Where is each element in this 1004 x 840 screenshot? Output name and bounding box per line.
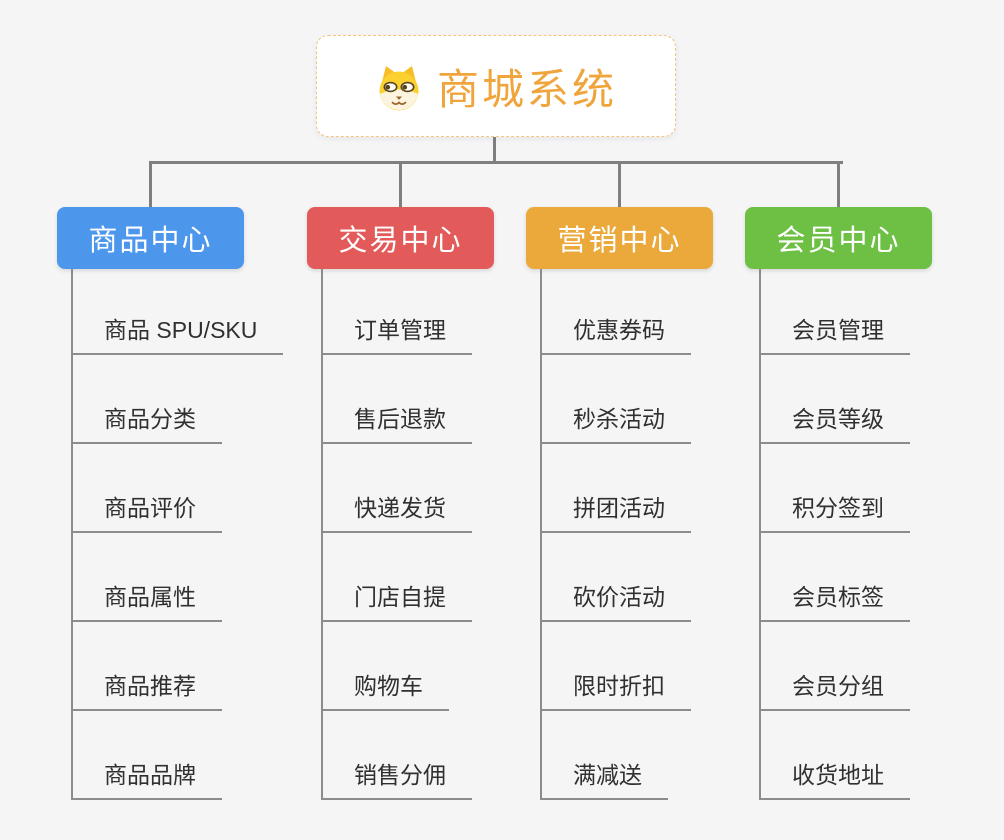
leaf-node[interactable]: 商品评价 (71, 488, 222, 533)
branch-node-3[interactable]: 营销中心 (526, 207, 713, 269)
branch-node-2[interactable]: 交易中心 (307, 207, 494, 269)
leaf-node[interactable]: 优惠券码 (540, 310, 691, 355)
leaf-node[interactable]: 会员等级 (759, 399, 910, 444)
leaf-node[interactable]: 快递发货 (321, 488, 472, 533)
dog-face-icon (375, 64, 423, 112)
leaf-node[interactable]: 商品分类 (71, 399, 222, 444)
branch-stub-line (399, 161, 402, 207)
root-label: 商城系统 (436, 65, 617, 113)
child-connector-line (71, 269, 73, 800)
leaf-node[interactable]: 满减送 (540, 755, 668, 800)
branch-stub-line (149, 161, 152, 207)
leaf-node[interactable]: 会员管理 (759, 310, 910, 355)
leaf-node[interactable]: 会员分组 (759, 666, 910, 711)
leaf-node[interactable]: 商品 SPU/SKU (71, 310, 284, 355)
root-node[interactable]: 商城系统 (316, 35, 676, 137)
leaf-node[interactable]: 秒杀活动 (540, 399, 691, 444)
branch-rail-line (149, 161, 843, 164)
leaf-node[interactable]: 拼团活动 (540, 488, 691, 533)
child-connector-line (321, 269, 323, 800)
leaf-node[interactable]: 商品属性 (71, 577, 222, 622)
root-connector-line (493, 137, 496, 164)
branch-stub-line (618, 161, 621, 207)
leaf-node[interactable]: 订单管理 (321, 310, 472, 355)
branch-stub-line (837, 161, 840, 207)
leaf-node[interactable]: 会员标签 (759, 577, 910, 622)
leaf-node[interactable]: 购物车 (321, 666, 449, 711)
branch-node-4[interactable]: 会员中心 (745, 207, 932, 269)
leaf-node[interactable]: 售后退款 (321, 399, 472, 444)
child-connector-line (759, 269, 761, 800)
leaf-node[interactable]: 商品推荐 (71, 666, 222, 711)
leaf-node[interactable]: 积分签到 (759, 488, 910, 533)
leaf-node[interactable]: 砍价活动 (540, 577, 691, 622)
leaf-node[interactable]: 销售分佣 (321, 755, 472, 800)
leaf-node[interactable]: 门店自提 (321, 577, 472, 622)
leaf-node[interactable]: 商品品牌 (71, 755, 222, 800)
child-connector-line (540, 269, 542, 800)
leaf-node[interactable]: 限时折扣 (540, 666, 691, 711)
branch-node-1[interactable]: 商品中心 (57, 207, 244, 269)
leaf-node[interactable]: 收货地址 (759, 755, 910, 800)
